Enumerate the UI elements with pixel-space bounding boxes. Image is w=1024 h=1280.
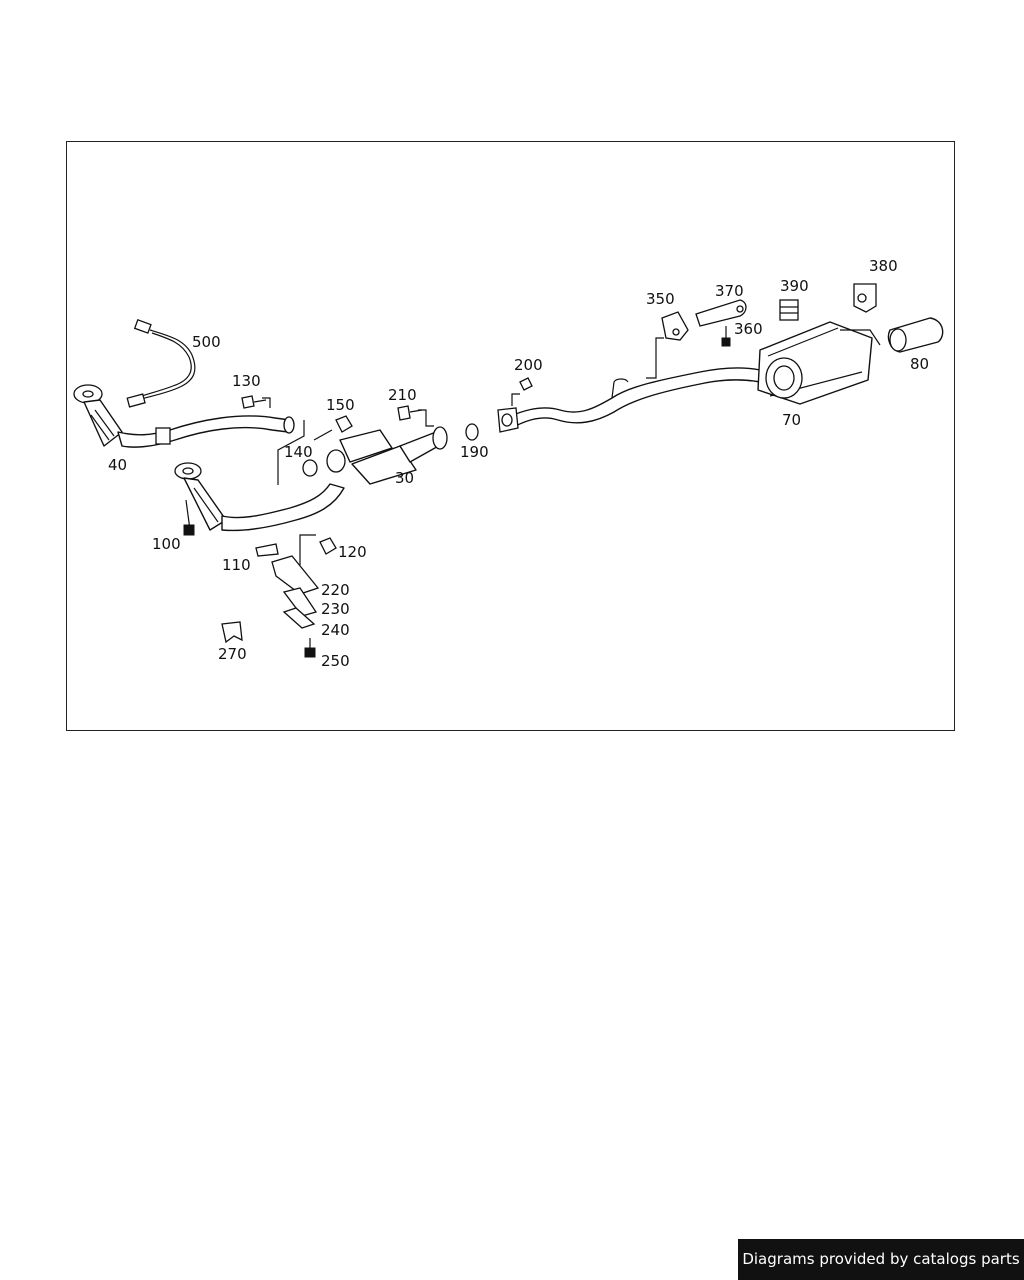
label-500: 500 [192,333,221,351]
clamp-110[interactable] [255,543,279,557]
label-270: 270 [218,645,247,663]
label-80: 80 [910,355,929,373]
plate-240[interactable] [282,607,316,629]
hanger-350[interactable] [646,311,689,379]
front-pipe-40[interactable] [73,384,295,448]
clamp-380[interactable] [853,283,877,313]
clip-270[interactable] [221,621,243,644]
label-110: 110 [222,556,251,574]
gasket-190[interactable] [465,423,479,441]
nut-120[interactable] [299,534,337,565]
middle-pipe[interactable] [497,367,761,433]
bolt-210[interactable] [397,405,434,427]
bolt-250[interactable] [304,638,316,658]
label-70: 70 [782,411,801,429]
label-190: 190 [460,443,489,461]
label-210: 210 [388,386,417,404]
label-220: 220 [321,581,350,599]
label-350: 350 [646,290,675,308]
bolt-360[interactable] [721,326,731,347]
rear-muffler-70[interactable] [757,321,881,405]
label-360: 360 [734,320,763,338]
tail-pipe-80[interactable] [887,317,944,353]
label-230: 230 [321,600,350,618]
label-140: 140 [284,443,313,461]
nut-150[interactable] [335,415,353,433]
label-240: 240 [321,621,350,639]
label-40: 40 [108,456,127,474]
label-120: 120 [338,543,367,561]
label-150: 150 [326,396,355,414]
gasket-140[interactable] [277,420,333,485]
bracket-370[interactable] [695,299,747,327]
catalytic-converter-30[interactable] [326,426,448,485]
bolt-130[interactable] [241,395,271,409]
label-100: 100 [152,535,181,553]
front-pipe-100[interactable] [174,462,345,536]
label-250: 250 [321,652,350,670]
credit-banner: Diagrams provided by catalogs parts [738,1239,1024,1280]
bracket-220[interactable] [271,555,320,595]
label-30: 30 [395,469,414,487]
bracket-200-line [511,393,520,406]
oxygen-sensor-500[interactable] [126,319,196,408]
rubber-mount-390[interactable] [779,299,799,321]
label-370: 370 [715,282,744,300]
label-200: 200 [514,356,543,374]
label-130: 130 [232,372,261,390]
nut-200[interactable] [519,377,533,391]
label-390: 390 [780,277,809,295]
diagram-frame [66,141,955,731]
label-380: 380 [869,257,898,275]
